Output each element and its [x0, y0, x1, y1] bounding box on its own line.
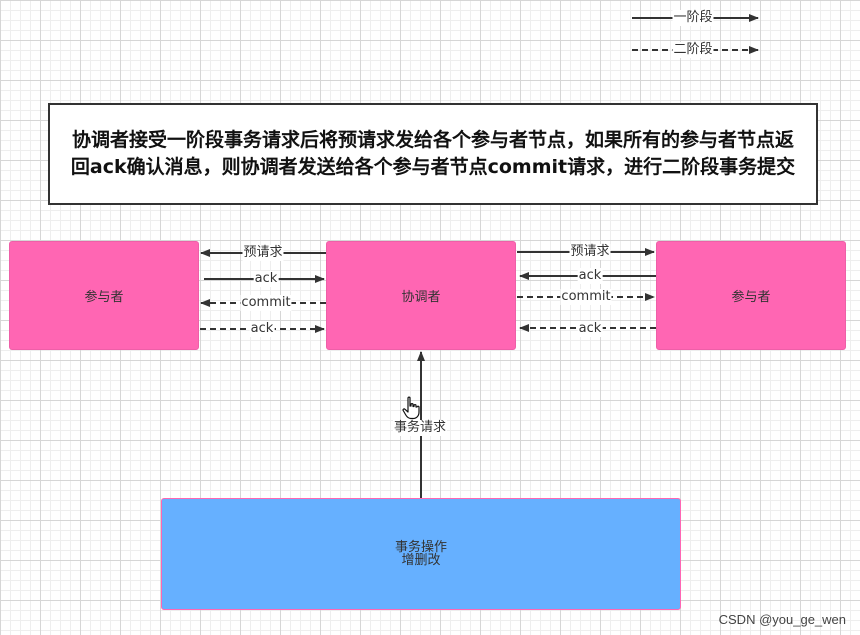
description-text: 协调者接受一阶段事务请求后将预请求发给各个参与者节点，如果所有的参与者节点返回a… — [70, 129, 796, 178]
commit-right-label: commit — [560, 289, 612, 305]
participant-left-node[interactable]: 参与者 — [9, 241, 199, 350]
legend-phase1-label: 一阶段 — [672, 10, 714, 26]
hand-cursor-icon — [402, 396, 420, 420]
transaction-label-line1: 事务操作 — [394, 540, 447, 555]
ack2-left-label: ack — [249, 321, 275, 337]
coordinator-label: 协调者 — [401, 290, 441, 305]
commit-left-label: commit — [240, 295, 292, 311]
csdn-watermark: CSDN @you_ge_wen — [718, 612, 846, 627]
ack-left-label: ack — [253, 271, 279, 287]
participant-right-node[interactable]: 参与者 — [656, 241, 846, 350]
participant-left-label: 参与者 — [84, 290, 124, 305]
description-box: 协调者接受一阶段事务请求后将预请求发给各个参与者节点，如果所有的参与者节点返回a… — [48, 103, 818, 205]
legend-phase2-label: 二阶段 — [672, 42, 714, 58]
coordinator-node[interactable]: 协调者 — [326, 241, 516, 350]
ack2-right-label: ack — [577, 321, 603, 337]
participant-right-label: 参与者 — [731, 290, 771, 305]
transaction-node[interactable]: 事务操作 增删改 — [161, 498, 681, 610]
pre-request-right-label: 预请求 — [569, 244, 611, 260]
transaction-label-line2: 增删改 — [401, 553, 441, 568]
ack-right-label: ack — [577, 268, 603, 284]
pre-request-left-label: 预请求 — [242, 245, 284, 261]
transaction-request-label: 事务请求 — [392, 420, 448, 436]
